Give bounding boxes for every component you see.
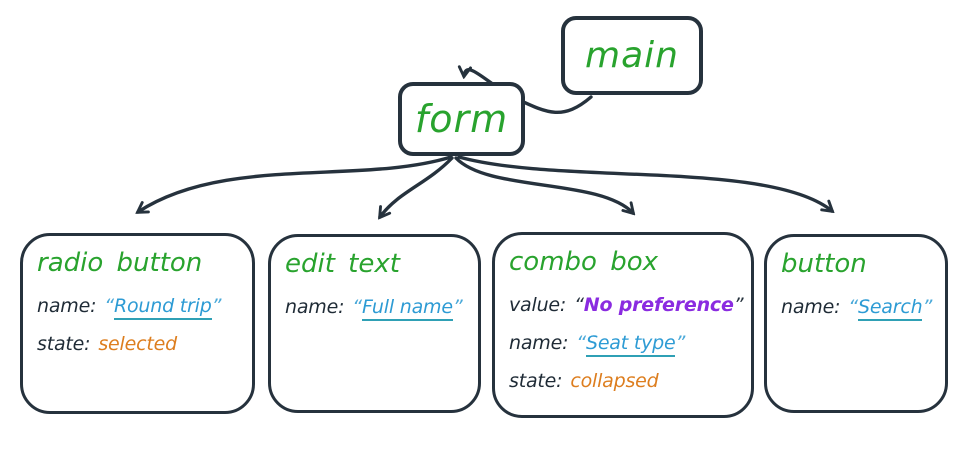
- edge-form-to-button: [457, 155, 832, 211]
- name-label: name:: [285, 296, 345, 319]
- card-button-title: button: [781, 249, 867, 279]
- close-quote: ”: [211, 295, 222, 318]
- card-button: button name: “Search”: [764, 234, 948, 413]
- button-name-value: Search: [857, 296, 923, 322]
- node-form-label: form: [414, 97, 509, 141]
- combo-box-state-row: state: collapsed: [509, 369, 743, 394]
- edge-form-to-edit-text: [380, 156, 454, 217]
- close-quote: ”: [675, 332, 686, 355]
- card-radio-button-title: radio button: [37, 248, 203, 278]
- open-quote: “: [848, 296, 858, 319]
- close-quote: ”: [922, 296, 933, 319]
- close-quote: ”: [733, 294, 744, 317]
- name-label: name:: [37, 295, 97, 318]
- radio-button-name-row: name: “Round trip”: [37, 294, 244, 321]
- combo-box-name-value: Seat type: [585, 332, 676, 358]
- card-combo-box: combo box value:“No preference” name:“Se…: [492, 232, 754, 418]
- combo-box-name-row: name: “Seat type”: [509, 331, 743, 358]
- edit-text-name-row: name: “Full name”: [285, 295, 470, 322]
- open-quote: “: [104, 295, 114, 318]
- radio-button-name-value: Round trip: [113, 295, 212, 321]
- node-form: form: [398, 82, 525, 156]
- node-main-label: main: [585, 35, 679, 76]
- node-main: main: [561, 16, 703, 95]
- radio-button-state-value: selected: [98, 333, 177, 356]
- open-quote: “: [352, 296, 362, 319]
- combo-box-value: No preference: [583, 294, 734, 317]
- card-combo-box-title: combo box: [509, 247, 659, 277]
- close-quote: ”: [452, 296, 463, 319]
- edge-form-to-combo-box: [454, 156, 633, 213]
- button-name-row: name: “Search”: [781, 295, 937, 322]
- radio-button-state-row: state: selected: [37, 332, 244, 357]
- name-label: name:: [509, 332, 569, 355]
- open-quote: “: [574, 294, 584, 317]
- state-label: state:: [37, 333, 91, 356]
- state-label: state:: [509, 370, 563, 393]
- card-edit-text: edit text name: “Full name”: [268, 234, 481, 413]
- edge-form-to-radio-button: [138, 155, 453, 212]
- open-quote: “: [576, 332, 586, 355]
- combo-box-value-row: value: “No preference”: [509, 293, 744, 318]
- card-radio-button: radio button name: “Round trip” state: sel…: [20, 233, 255, 414]
- name-label: name:: [781, 296, 841, 319]
- value-label: value:: [509, 294, 567, 317]
- combo-box-state-value: collapsed: [570, 370, 659, 393]
- edit-text-name-value: Full name: [361, 296, 453, 322]
- card-edit-text-title: edit text: [285, 249, 400, 279]
